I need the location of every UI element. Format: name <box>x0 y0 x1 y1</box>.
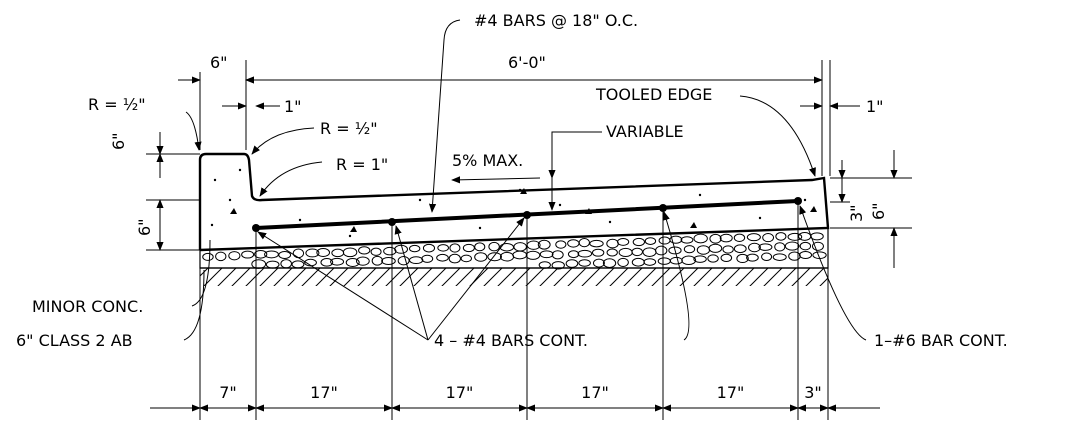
leader-bars-spacing <box>428 19 461 213</box>
bottom-dimensions <box>150 203 880 420</box>
label-radius-top-right: R = ½" <box>320 119 378 138</box>
leader-radius-top-right <box>251 127 315 155</box>
bottom-dimension-labels: 7" 17" 17" 17" 17" 3" <box>219 383 822 402</box>
label-bars-cont: 4 – #4 BARS CONT. <box>434 331 588 350</box>
bottom-dim-label: 7" <box>219 383 237 402</box>
subgrade-hatch <box>200 267 828 286</box>
leader-variable <box>548 131 602 211</box>
label-tooled-edge: TOOLED EDGE <box>595 85 712 104</box>
label-edge-height-right: 6" <box>869 202 888 220</box>
label-minor-conc: MINOR CONC. <box>32 297 143 316</box>
right-vertical-dims <box>830 150 912 268</box>
left-vertical-dims <box>146 132 200 251</box>
label-bars-spacing: #4 BARS @ 18" O.C. <box>474 11 638 30</box>
rebar-dots <box>252 197 802 232</box>
leader-minor-conc <box>191 239 211 307</box>
leader-radius-top-left <box>185 111 202 151</box>
label-radius-gutter: R = 1" <box>336 155 388 174</box>
label-dim-1in-left: 1" <box>284 97 302 116</box>
label-slab-depth-left: 6" <box>135 218 154 236</box>
leaders-bars-cont <box>257 211 690 341</box>
label-slope: 5% MAX. <box>452 151 523 170</box>
leader-base <box>183 269 205 341</box>
leader-radius-gutter <box>259 161 323 197</box>
label-curb-height-left: 6" <box>109 132 128 150</box>
concrete-speckle <box>210 168 817 238</box>
label-dim-1in-right: 1" <box>866 97 884 116</box>
label-base: 6" CLASS 2 AB <box>16 331 133 350</box>
concrete-section <box>198 152 830 252</box>
label-radius-top-left: R = ½" <box>88 95 146 114</box>
leader-tooled-edge <box>739 95 816 177</box>
leader-bar6 <box>799 205 867 341</box>
slope-arrow <box>451 176 541 184</box>
bottom-dim-label: 3" <box>804 383 822 402</box>
bottom-dim-label: 17" <box>581 383 609 402</box>
bottom-dim-label: 17" <box>717 383 745 402</box>
label-edge-depth-right: 3" <box>847 204 866 222</box>
label-variable: VARIABLE <box>606 122 684 141</box>
bottom-dim-label: 17" <box>446 383 474 402</box>
label-width-total: 6'-0" <box>508 53 546 72</box>
aggregate-base <box>199 227 829 270</box>
top-dimensions <box>178 60 860 176</box>
label-bar6-cont: 1–#6 BAR CONT. <box>874 331 1008 350</box>
bottom-dim-label: 17" <box>310 383 338 402</box>
label-curb-width: 6" <box>210 53 228 72</box>
